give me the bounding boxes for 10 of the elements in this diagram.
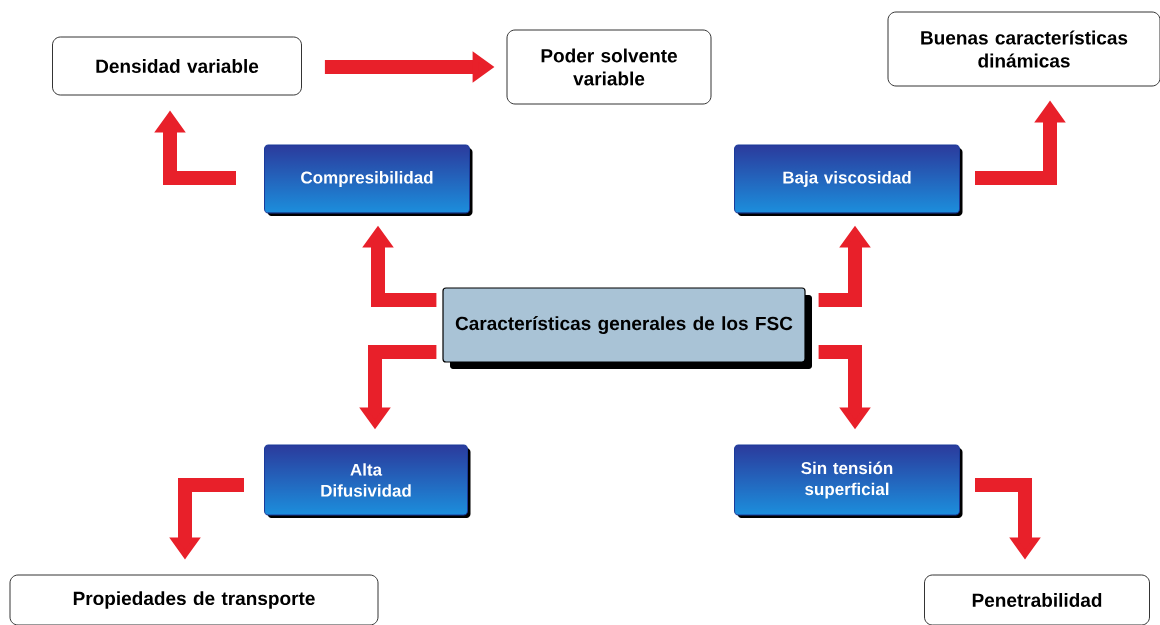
property-box: Compresibilidad <box>264 144 473 216</box>
result-box: Densidad variable <box>52 36 302 96</box>
result-box: Propiedades de transporte <box>9 574 379 625</box>
result-box: Penetrabilidad <box>924 574 1150 625</box>
property-box: Sin tensión superficial <box>734 444 963 518</box>
result-box: Poder solvente variable <box>506 29 712 105</box>
title-box: Características generales de los FSC <box>442 287 812 369</box>
property-box: Alta Difusividad <box>264 444 471 518</box>
result-box: Buenas características dinámicas <box>887 11 1160 87</box>
property-box: Baja viscosidad <box>734 144 963 216</box>
